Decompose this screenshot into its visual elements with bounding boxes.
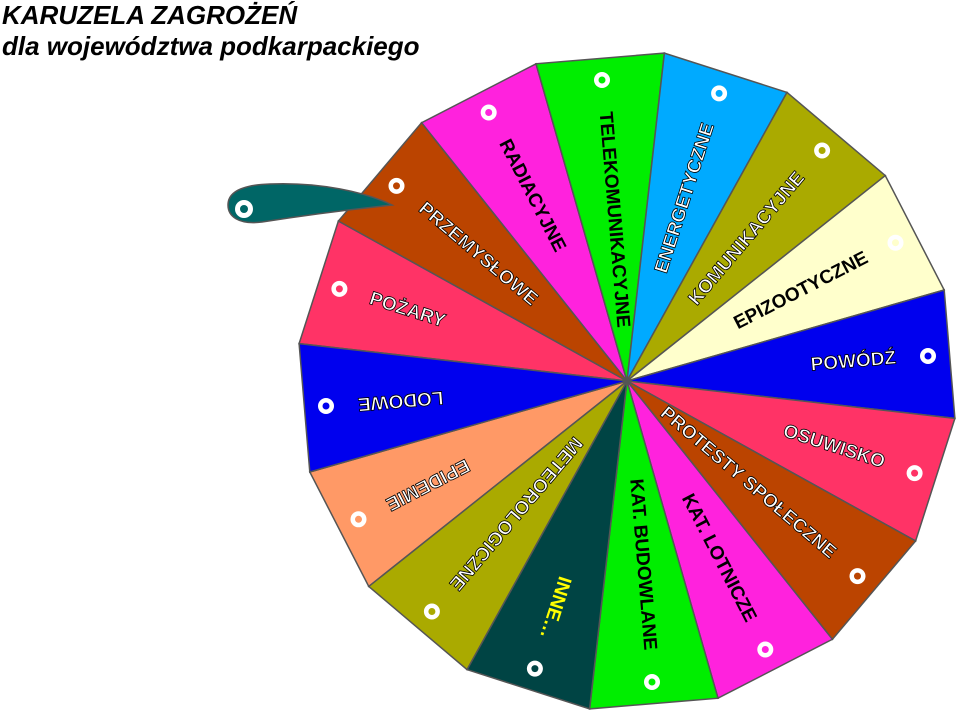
pointer-shape <box>227 182 395 224</box>
page-title: KARUZELA ZAGROŻEŃ dla województwa podkar… <box>2 0 420 62</box>
segment-marker-dot-protesty-spo-eczne <box>854 572 861 580</box>
segment-marker-dot-kat-lotnicze <box>761 646 769 653</box>
segment-marker-dot-komunikacyjne <box>818 147 826 154</box>
wheel-pointer <box>227 182 395 224</box>
segment-marker-dot-inne <box>531 665 539 673</box>
title-line-1: KARUZELA ZAGROŻEŃ <box>2 0 298 30</box>
segment-lodowe <box>298 342 628 473</box>
segment-marker-dot-epizootyczne <box>892 239 899 247</box>
segment-marker-dot-pozary <box>335 285 343 293</box>
segment-marker-dot-meteorologiczne <box>428 608 436 615</box>
segment-marker-dot-telekomunikacyjne <box>598 76 606 84</box>
segment-marker-dot-radiacyjne <box>485 109 493 116</box>
segment-marker-dot-przemys-owe <box>393 182 400 190</box>
segment-marker-dot-kat-budowlane <box>648 678 656 686</box>
segment-marker-dot-powodz <box>924 352 932 360</box>
segment-marker-dot-epidemie <box>355 515 362 523</box>
title-line-2: dla województwa podkarpackiego <box>2 31 420 61</box>
segment-marker-dot-lodowe <box>322 402 330 410</box>
pointer-hole-inner <box>240 205 248 213</box>
segment-marker-dot-osuwisko <box>911 469 919 477</box>
segment-marker-dot-energetyczne <box>715 89 723 97</box>
